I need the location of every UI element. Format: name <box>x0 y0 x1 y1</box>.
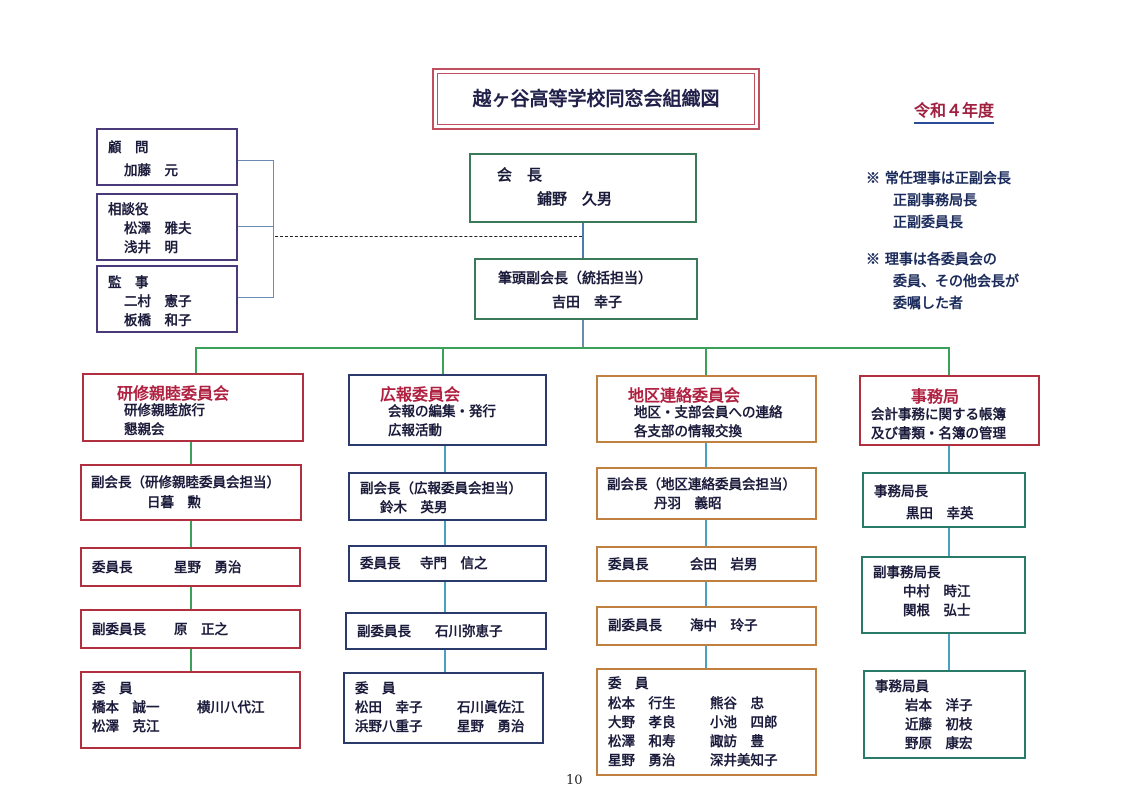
vicechief-box-jimukyoku: 副事務局長 中村 時江 関根 弘士 <box>861 556 1026 634</box>
vice-box-chiku: 副会長（地区連絡委員会担当） 丹羽 義昭 <box>596 467 817 520</box>
vicechair-box-koho: 副委員長 石川弥恵子 <box>345 612 547 650</box>
connector-col4-v1 <box>948 446 950 472</box>
connector-col1-v4 <box>190 649 192 671</box>
connector-president-vice <box>582 222 584 258</box>
advisor-box-sodanyaku: 相談役 松澤 雅夫 浅井 明 <box>96 193 238 261</box>
connector-horizontal-bus <box>195 347 949 349</box>
chair-box-chiku: 委員長 会田 岩男 <box>596 546 817 582</box>
connector-col2-v2 <box>444 521 446 545</box>
vicechair-box-chiku: 副委員長 海中 玲子 <box>596 606 817 646</box>
connector-col1-top <box>195 347 197 373</box>
vice-head-box: 筆頭副会長（統括担当） 吉田 幸子 <box>474 258 698 320</box>
committee-box-chiku: 地区連絡委員会 地区・支部会員への連絡 各支部の情報交換 <box>596 375 817 443</box>
committee-box-jimukyoku: 事務局 会計事務に関する帳簿 及び書類・名簿の管理 <box>859 375 1040 446</box>
connector-col4-v2 <box>948 528 950 556</box>
connector-col4-top <box>948 347 950 375</box>
page-number: 10 <box>566 773 583 788</box>
connector-col2-v1 <box>444 446 446 472</box>
vicechair-box-kenshu: 副委員長 原 正之 <box>80 609 301 649</box>
vice-box-koho: 副会長（広報委員会担当） 鈴木 英男 <box>348 472 547 521</box>
title-box: 越ヶ谷高等学校同窓会組織図 <box>432 68 760 130</box>
connector-advisors-dashed <box>275 236 582 237</box>
chief-box-jimukyoku: 事務局長 黒田 幸英 <box>862 472 1026 528</box>
connector-col1-v2 <box>190 521 192 547</box>
advisor-box-komon: 顧 問 加藤 元 <box>96 128 238 186</box>
connector-col3-top <box>705 347 707 375</box>
connector-vice-down <box>582 320 584 348</box>
members-box-chiku: 委 員 松本 行生 熊谷 忠 大野 孝良 小池 四郎 松澤 和寿 諏訪 豊 星野… <box>596 668 817 776</box>
connector-col1-v1 <box>190 442 192 464</box>
chair-box-kenshu: 委員長 星野 勇治 <box>80 547 301 587</box>
note-2: ※ 理事は各委員会の 委員、その他会長が 委嘱した者 <box>866 252 1019 312</box>
connector-col1-v3 <box>190 587 192 609</box>
connector-col2-top <box>442 347 444 374</box>
connector-col2-v3 <box>444 582 446 612</box>
fiscal-year: 令和４年度 <box>914 97 995 124</box>
connector-col3-v2 <box>705 520 707 546</box>
chair-box-koho: 委員長 寺門 信之 <box>348 545 547 582</box>
staff-box-jimukyoku: 事務局員 岩本 洋子 近藤 初枝 野原 康宏 <box>863 670 1026 759</box>
committee-box-koho: 広報委員会 会報の編集・発行 広報活動 <box>348 374 547 446</box>
vice-box-kenshu: 副会長（研修親睦委員会担当） 日暮 勲 <box>80 464 302 521</box>
connector-advisors-bracket <box>237 160 274 298</box>
members-box-kenshu: 委 員 橋本 誠一 横川八代江 松澤 克江 <box>80 671 301 749</box>
connector-col3-v1 <box>705 443 707 467</box>
president-box: 会 長 鋪野 久男 <box>469 153 697 223</box>
connector-col4-v3 <box>948 634 950 670</box>
connector-advisors-mid <box>237 226 274 227</box>
connector-col3-v4 <box>705 646 707 668</box>
note-1: ※ 常任理事は正副会長 正副事務局長 正副委員長 <box>866 171 1011 231</box>
advisor-box-kanji: 監 事 二村 憲子 板橋 和子 <box>96 265 238 333</box>
page-title: 越ヶ谷高等学校同窓会組織図 <box>472 88 720 110</box>
members-box-koho: 委 員 松田 幸子 石川眞佐江 浜野八重子 星野 勇治 <box>343 672 544 744</box>
committee-box-kenshu: 研修親睦委員会 研修親睦旅行 懇親会 <box>82 373 304 442</box>
connector-col3-v3 <box>705 582 707 606</box>
connector-col2-v4 <box>444 650 446 672</box>
